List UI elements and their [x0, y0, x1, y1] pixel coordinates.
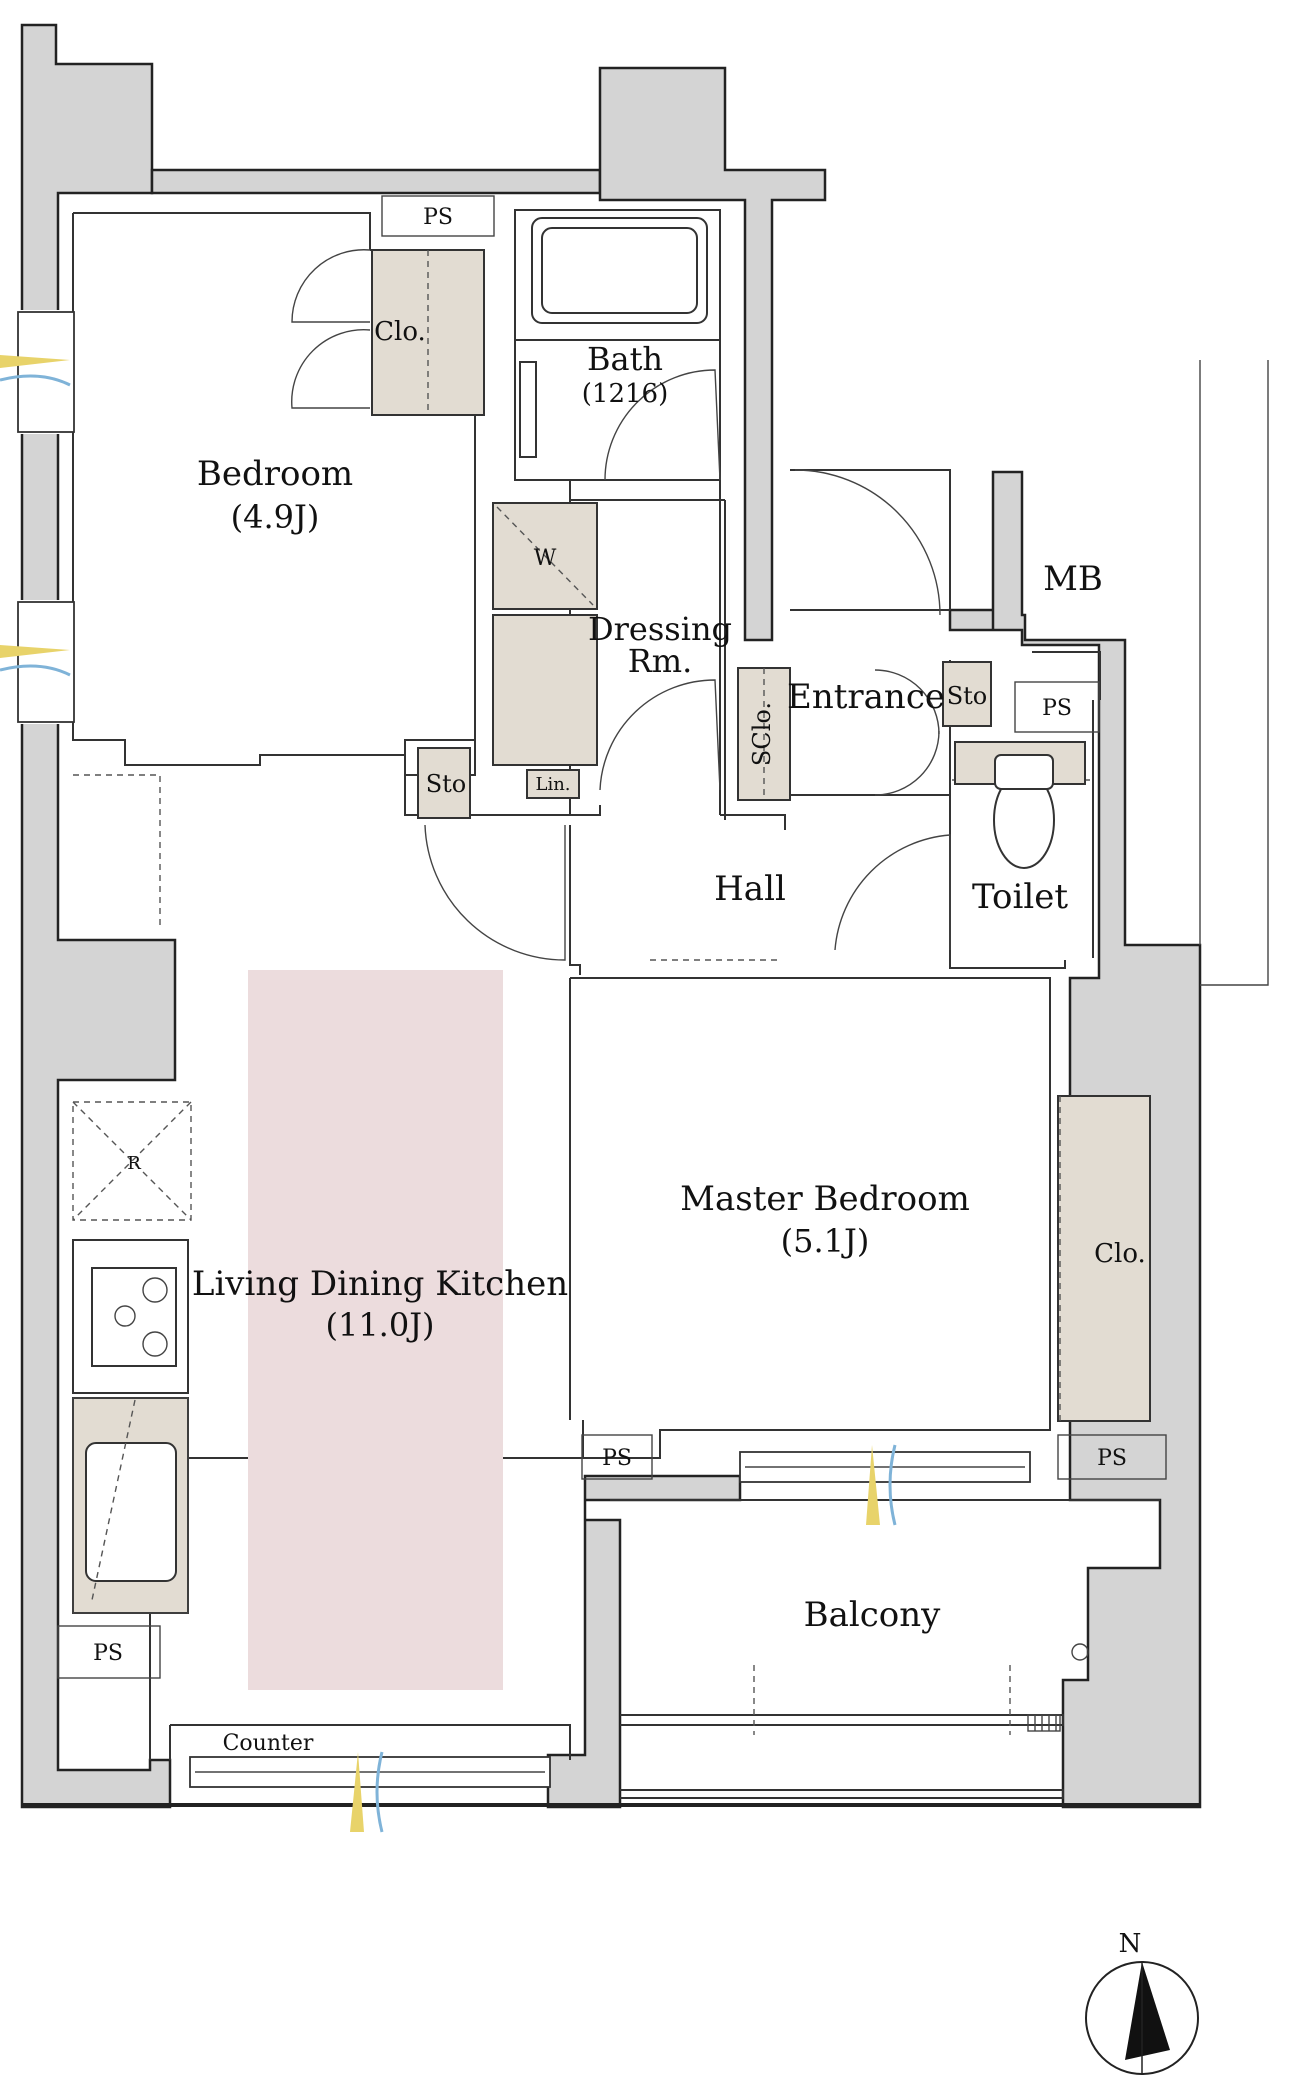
balcony-rail-icon	[1027, 1714, 1061, 1732]
toilet-label: Toilet	[972, 877, 1068, 917]
ps-master-right: PS	[1097, 1446, 1127, 1471]
fixtures	[72, 217, 1089, 1732]
shoe-closet-label: SClo.	[748, 702, 776, 766]
sto-hall-box	[417, 747, 471, 819]
master-bedroom-size: (5.1J)	[781, 1222, 870, 1260]
master-closet	[1057, 1095, 1151, 1422]
balcony-label: Balcony	[804, 1595, 942, 1635]
washer-label: W	[534, 546, 557, 571]
ldk-floor-highlight	[248, 970, 503, 1690]
bathtub-icon	[531, 217, 708, 324]
compass-icon: N	[1085, 1929, 1199, 2075]
compass-north-label: N	[1119, 1929, 1142, 1959]
bath-label: Bath	[587, 340, 663, 378]
kitchen-counter-box	[72, 1397, 189, 1614]
ldk-size: (11.0J)	[325, 1306, 434, 1344]
drain-icon	[1071, 1643, 1089, 1661]
bedroom-size: (4.9J)	[231, 498, 320, 536]
ps-labels: PS PS PS PS PS	[57, 195, 1167, 1679]
linen-shelf	[526, 769, 580, 799]
mb-label: MB	[1043, 559, 1103, 599]
sto-entrance-box	[942, 661, 992, 727]
bedroom-label: Bedroom	[197, 454, 353, 494]
bath-size: (1216)	[582, 379, 668, 409]
storage-labels: Clo. W Lin. Sto SClo. Sto Clo.	[374, 317, 1146, 1269]
entrance-label: Entrance	[787, 677, 945, 717]
toilet-icon	[993, 754, 1055, 869]
sto-hall-label: Sto	[426, 770, 467, 798]
room-labels: Bedroom (4.9J) Bath (1216) Dressing Rm. …	[192, 340, 1103, 1635]
fridge-label: R	[127, 1153, 141, 1174]
bedroom-closet-label: Clo.	[374, 317, 426, 347]
ps-toilet: PS	[1042, 696, 1072, 721]
ps-top: PS	[423, 205, 453, 230]
dressing-shelf	[492, 614, 598, 766]
ldk-label: Living Dining Kitchen	[192, 1264, 568, 1304]
door-swing-icon	[291, 249, 951, 961]
fridge-box	[72, 1101, 192, 1221]
ps-kitchen: PS	[93, 1641, 123, 1666]
sink-icon	[85, 1399, 177, 1601]
ps-master-left: PS	[602, 1446, 632, 1471]
linen-label: Lin.	[535, 774, 570, 795]
sto-entrance-label: Sto	[947, 682, 988, 710]
stove-icon	[72, 1239, 189, 1394]
master-closet-label: Clo.	[1094, 1239, 1146, 1269]
breeze-icon	[0, 355, 897, 1833]
windows	[17, 311, 1031, 1788]
hall-label: Hall	[714, 869, 786, 909]
dressing-label: Dressing	[588, 610, 732, 648]
counter-label: Counter	[223, 1731, 314, 1756]
dressing-label-2: Rm.	[628, 642, 693, 680]
master-bedroom-label: Master Bedroom	[680, 1179, 970, 1219]
